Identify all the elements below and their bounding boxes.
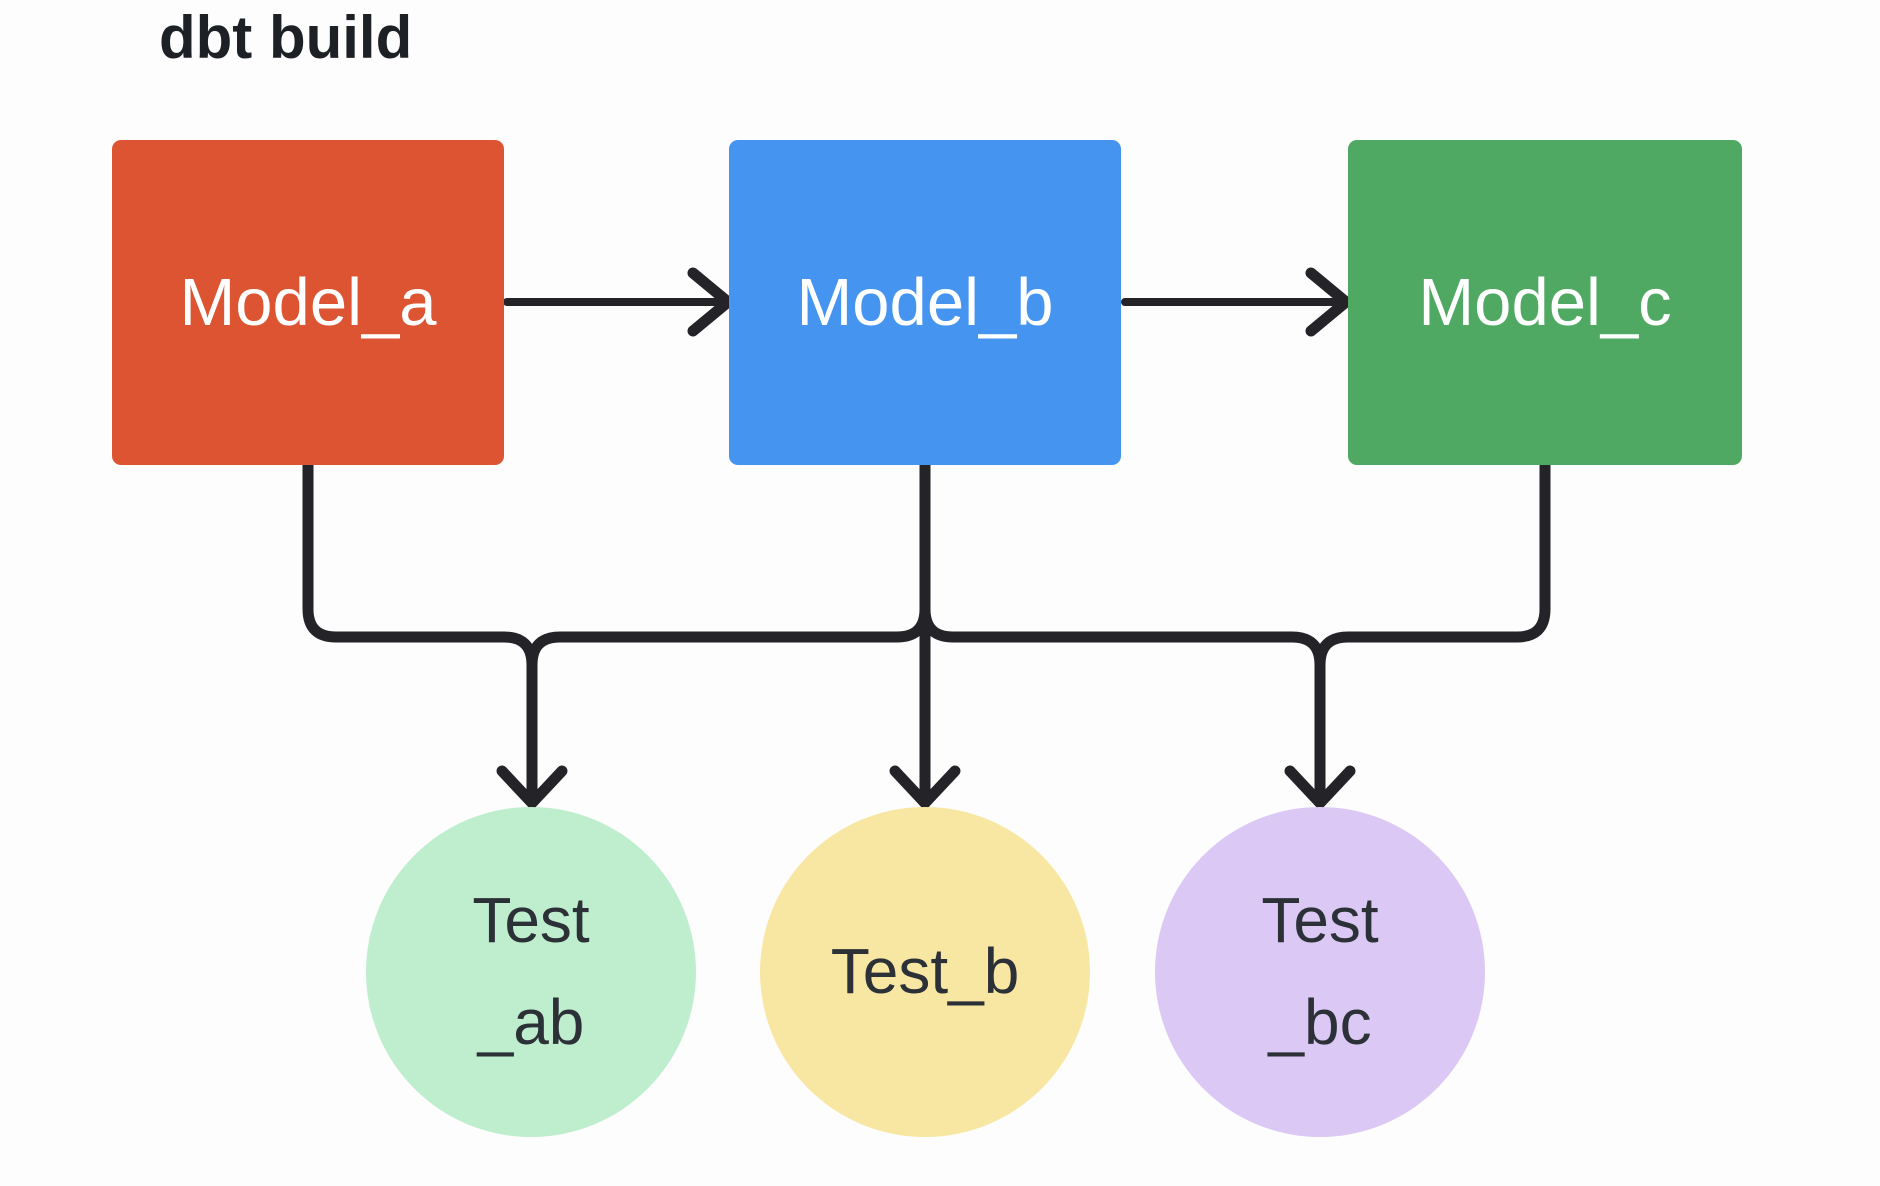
node-model-a-label: Model_a bbox=[179, 265, 437, 340]
diagram-title: dbt build bbox=[159, 4, 413, 71]
edge-model-b-to-model-c-arrowhead bbox=[1305, 267, 1352, 337]
edge-model-c-to-test-bc bbox=[1314, 459, 1551, 803]
node-model-b-label: Model_b bbox=[796, 265, 1054, 340]
node-test-bc-label-line-2: _bc bbox=[1268, 986, 1372, 1058]
node-test-bc-label-line-1: Test bbox=[1261, 884, 1379, 957]
edge-model-b-to-test-ab bbox=[526, 459, 931, 803]
node-test-b-label-line-1: Test_b bbox=[830, 935, 1020, 1008]
node-test-ab-label-line-2: _ab bbox=[477, 986, 585, 1058]
node-model-c-label: Model_c bbox=[1418, 265, 1672, 340]
edge-model-b-to-test-bc bbox=[919, 459, 1326, 803]
node-test-ab-label-line-1: Test bbox=[472, 884, 590, 957]
edge-test-bc-arrowhead bbox=[1284, 765, 1356, 809]
edge-model-a-to-test-ab bbox=[302, 459, 538, 803]
edge-model-a-to-model-b-arrowhead bbox=[687, 267, 734, 337]
node-test-ab: Test _ab bbox=[366, 807, 696, 1137]
node-model-c: Model_c bbox=[1348, 140, 1742, 465]
node-model-a: Model_a bbox=[112, 140, 504, 465]
node-model-b: Model_b bbox=[729, 140, 1121, 465]
edge-test-ab-arrowhead bbox=[496, 765, 568, 809]
node-test-bc: Test _bc bbox=[1155, 807, 1485, 1137]
node-test-b: Test_b bbox=[760, 807, 1090, 1137]
edge-test-b-arrowhead bbox=[889, 765, 961, 809]
